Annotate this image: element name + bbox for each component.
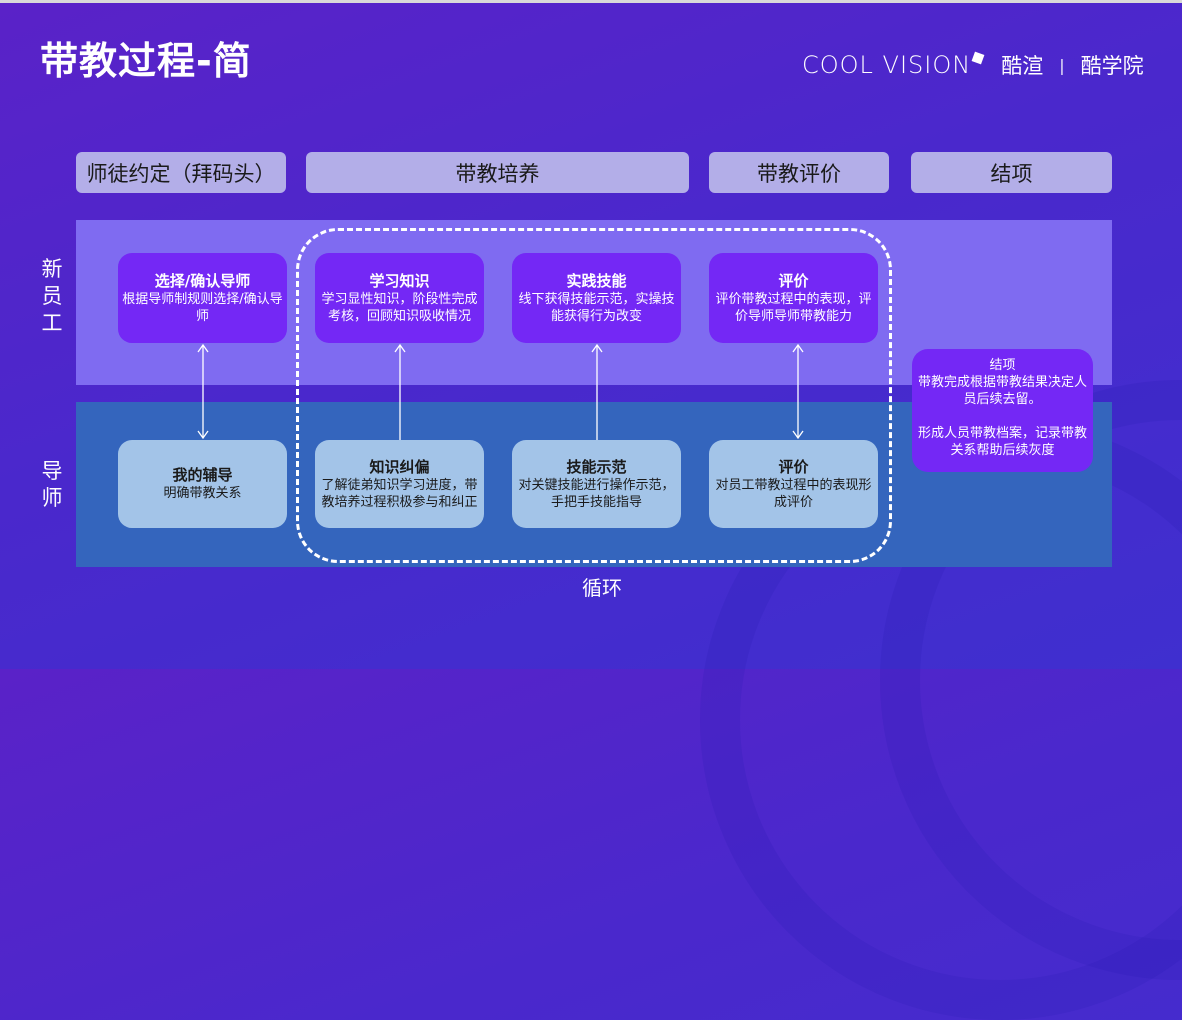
card-title: 选择/确认导师 — [154, 271, 251, 290]
card-learn-knowledge: 学习知识 学习显性知识，阶段性完成考核，回顾知识吸收情况 — [315, 253, 484, 343]
brand-logo: COOL VISION 酷渲 | 酷学院 — [802, 50, 1144, 80]
card-description: 线下获得技能示范，实操技能获得行为改变 — [518, 291, 675, 324]
loop-label: 循环 — [582, 576, 622, 600]
card-closure: 结项 带教完成根据带教结果决定人员后续去留。 形成人员带教档案，记录带教关系帮助… — [912, 349, 1093, 472]
cube-logo-icon — [973, 53, 987, 67]
lane-label-mentor: 导师 — [41, 459, 63, 510]
card-title: 技能示范 — [566, 457, 627, 476]
closure-line-1: 带教完成根据带教结果决定人员后续去留。 — [918, 375, 1088, 407]
closure-line-2: 形成人员带教档案，记录带教关系帮助后续灰度 — [918, 426, 1088, 458]
card-description: 评价带教过程中的表现，评价导师导师带教能力 — [715, 291, 872, 324]
phase-header-closure: 结项 — [911, 152, 1112, 193]
lane-label-new-employee: 新员工 — [41, 257, 63, 335]
card-description: 明确带教关系 — [163, 486, 242, 501]
card-description: 对员工带教过程中的表现形成评价 — [715, 477, 872, 510]
card-skill-demo: 技能示范 对关键技能进行操作示范，手把手技能指导 — [512, 440, 681, 528]
card-evaluation-employee: 评价 评价带教过程中的表现，评价导师导师带教能力 — [709, 253, 878, 343]
card-title: 知识纠偏 — [369, 457, 430, 476]
logo-cn-name-2: 酷学院 — [1080, 54, 1144, 78]
card-description: 对关键技能进行操作示范，手把手技能指导 — [518, 477, 675, 510]
card-description: 根据导师制规则选择/确认导师 — [122, 291, 283, 324]
card-description: 学习显性知识，阶段性完成考核，回顾知识吸收情况 — [321, 291, 478, 324]
phase-header-evaluation: 带教评价 — [709, 152, 889, 193]
card-title: 评价 — [778, 457, 809, 476]
logo-cn-name-1: 酷渲 — [1001, 54, 1044, 78]
card-my-coaching: 我的辅导 明确带教关系 — [118, 440, 287, 528]
phase-header-agreement: 师徒约定（拜码头） — [76, 152, 286, 193]
page-title: 带教过程-简 — [40, 39, 252, 83]
card-title: 评价 — [778, 271, 809, 290]
card-practice-skills: 实践技能 线下获得技能示范，实操技能获得行为改变 — [512, 253, 681, 343]
logo-wordmark: COOL VISION — [802, 51, 972, 79]
loop-boundary — [296, 228, 892, 563]
phase-header-training: 带教培养 — [306, 152, 689, 193]
card-evaluation-mentor: 评价 对员工带教过程中的表现形成评价 — [709, 440, 878, 528]
closure-title: 结项 — [989, 358, 1016, 373]
card-select-mentor: 选择/确认导师 根据导师制规则选择/确认导师 — [118, 253, 287, 343]
card-title: 实践技能 — [566, 271, 627, 290]
logo-separator: | — [1059, 55, 1065, 75]
card-description: 了解徒弟知识学习进度，带教培养过程积极参与和纠正 — [321, 477, 478, 510]
card-knowledge-correction: 知识纠偏 了解徒弟知识学习进度，带教培养过程积极参与和纠正 — [315, 440, 484, 528]
card-title: 学习知识 — [369, 271, 430, 290]
window-top-border — [0, 0, 1182, 3]
card-title: 我的辅导 — [172, 466, 233, 484]
